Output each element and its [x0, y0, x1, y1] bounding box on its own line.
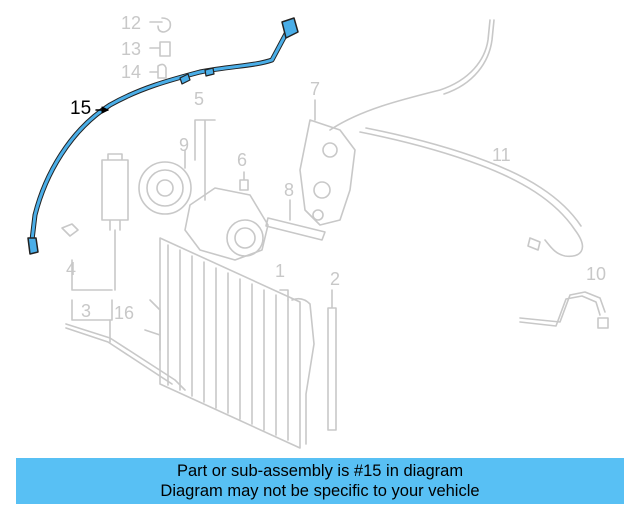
part-10-hose	[519, 291, 609, 329]
part-4-drier	[61, 153, 129, 291]
label-11: 11	[492, 145, 511, 165]
label-4: 4	[66, 259, 77, 279]
banner-line-disclaimer: Diagram may not be specific to your vehi…	[160, 482, 480, 500]
label-7: 7	[310, 79, 321, 99]
part-1-condenser	[144, 237, 315, 449]
part-15-hose	[27, 17, 299, 255]
label-13: 13	[121, 39, 142, 59]
label-1: 1	[275, 261, 286, 281]
part-5-compressor	[184, 119, 269, 261]
label-15: 15	[70, 98, 92, 119]
part-11-tube	[329, 19, 584, 258]
label-8: 8	[284, 180, 295, 200]
label-5: 5	[194, 89, 205, 109]
info-banner: Part or sub-assembly is #15 in diagram D…	[16, 458, 624, 504]
label-10: 10	[586, 264, 607, 284]
part-16-tube	[65, 319, 186, 391]
part-3-leader	[71, 299, 113, 321]
part-13-bracket	[149, 41, 171, 57]
part-7-bracket	[299, 99, 356, 226]
label-2: 2	[330, 269, 341, 289]
label-9: 9	[179, 135, 190, 155]
label-16: 16	[114, 303, 135, 323]
banner-line-part: Part or sub-assembly is #15 in diagram	[176, 462, 464, 480]
label-12: 12	[121, 13, 142, 33]
part-9-clutch	[138, 149, 192, 215]
part-12-fitting	[149, 17, 172, 33]
label-3: 3	[81, 301, 92, 321]
part-14-clip	[149, 63, 167, 79]
part-2-strip	[327, 289, 337, 431]
label-14: 14	[121, 62, 142, 82]
part-6-bolt	[239, 171, 249, 191]
label-6: 6	[237, 150, 248, 170]
